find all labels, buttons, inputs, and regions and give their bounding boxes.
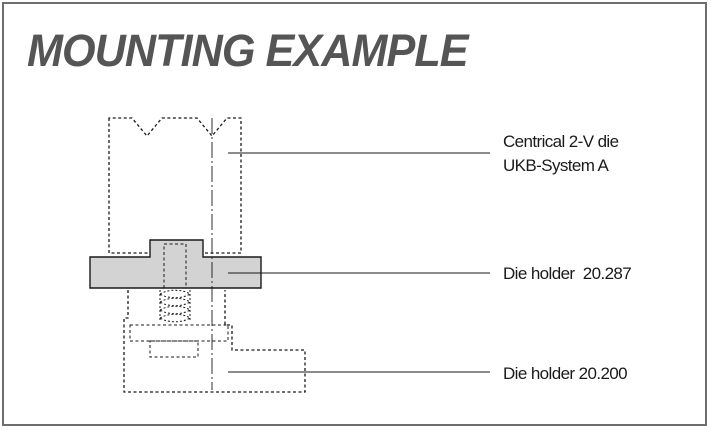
spring (159, 289, 191, 323)
centrical-die-outline (108, 117, 242, 254)
callout-centrical-die: Centrical 2-V die UKB-System A (503, 130, 619, 178)
holder-bolt-hidden (163, 243, 187, 289)
die-holder-200-outline (123, 290, 306, 393)
callout-centrical-die-line-2: UKB-System A (503, 156, 609, 175)
figure-title: MOUNTING EXAMPLE (27, 25, 469, 76)
holder-200-inner-slot (129, 324, 229, 342)
callout-holder-287: Die holder 20.287 (503, 262, 632, 286)
holder-200-inner-pin (149, 340, 199, 358)
die-holder-287-shape (89, 239, 262, 289)
callout-holder-200: Die holder 20.200 (503, 362, 628, 386)
callout-holder-200-line-1: Die holder 20.200 (503, 364, 628, 383)
callout-holder-287-line-1: Die holder 20.287 (503, 264, 632, 283)
callout-centrical-die-line-1: Centrical 2-V die (503, 132, 619, 151)
figure-frame (2, 2, 707, 426)
